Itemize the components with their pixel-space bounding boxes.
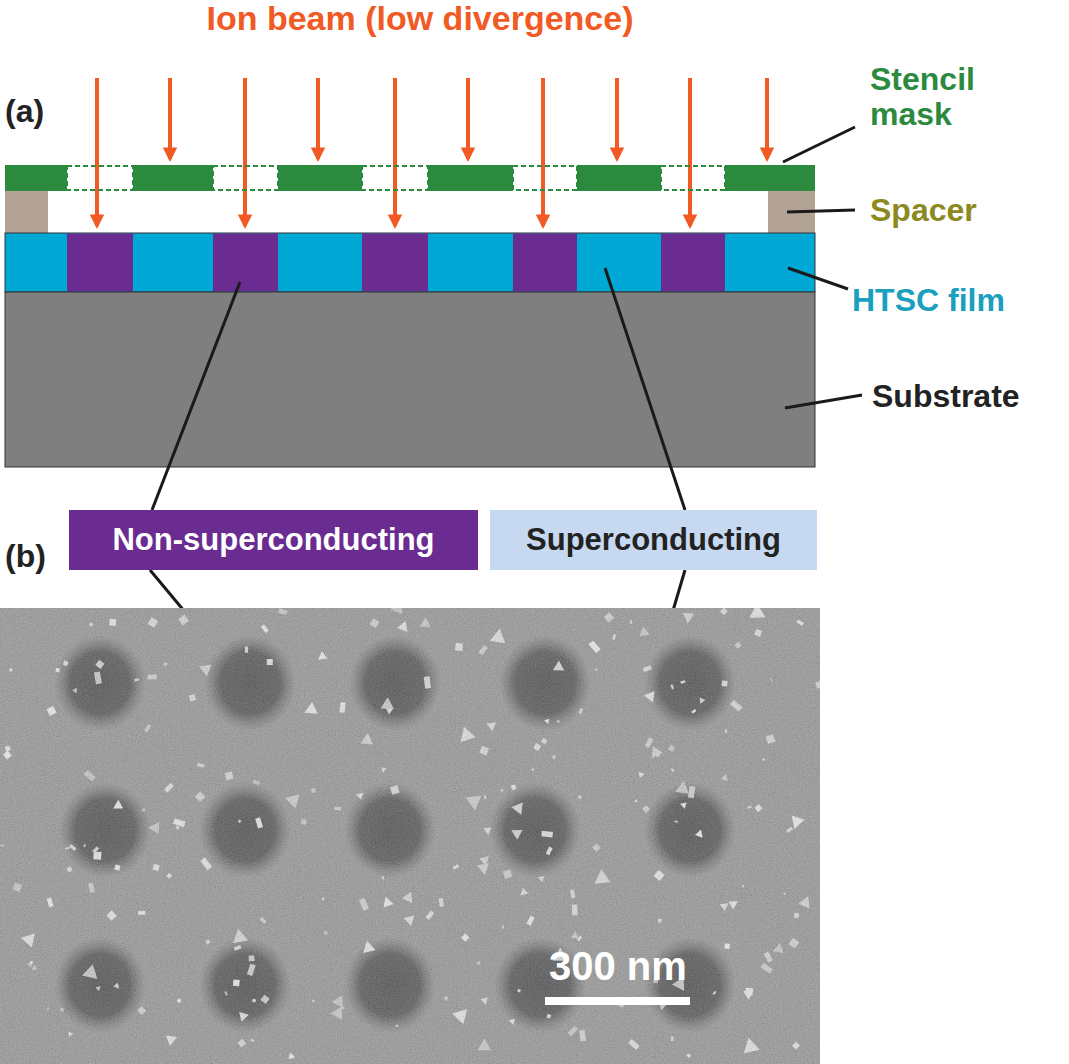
leader-line <box>152 282 240 510</box>
ion-beam-arrow <box>316 78 320 159</box>
mask-segment <box>5 165 67 191</box>
mask-segment <box>725 165 815 191</box>
panel-label: (b) <box>5 539 75 574</box>
ion-beam-arrow <box>615 78 619 159</box>
irradiated-region <box>362 234 428 292</box>
ion-beam-arrow <box>466 78 470 159</box>
irradiated-region <box>67 234 133 292</box>
mask-segment <box>428 165 513 191</box>
ion-beam-arrow <box>688 78 692 226</box>
scale-label: 300 nm <box>549 944 749 988</box>
sem-grain <box>0 608 820 1064</box>
spacer-block <box>5 191 48 233</box>
leader-line <box>783 127 855 162</box>
mask-opening <box>513 166 577 190</box>
mask-opening <box>362 166 428 190</box>
part-name: Spacer <box>870 193 1060 228</box>
ion-beam-arrow <box>765 78 769 159</box>
sem-background <box>0 608 820 1064</box>
irradiated-region <box>513 234 577 292</box>
mask-opening <box>213 166 278 190</box>
substrate-block <box>5 292 815 467</box>
part-name: Substrate <box>872 379 1062 414</box>
mask-opening <box>661 166 725 190</box>
irradiated-region <box>213 234 278 292</box>
mask-segment <box>278 165 362 191</box>
part-name: Stencil mask <box>870 62 1010 132</box>
beam-title: Ion beam (low divergence) <box>130 0 710 37</box>
ion-beam-arrow <box>393 78 397 226</box>
htsc-film <box>5 233 815 292</box>
mask-opening <box>67 166 133 190</box>
leader-line <box>787 210 855 212</box>
scale-bar <box>545 997 690 1005</box>
ion-beam-arrow <box>95 78 99 226</box>
leader-line <box>605 268 685 510</box>
state-box: Non-superconducting <box>69 510 478 570</box>
mask-segment <box>133 165 213 191</box>
state-box: Superconducting <box>490 510 817 570</box>
ion-beam-arrow <box>168 78 172 159</box>
ion-beam-arrow <box>243 78 247 226</box>
irradiated-region <box>661 234 725 292</box>
box-text: Non-superconducting <box>112 522 434 558</box>
box-text: Superconducting <box>526 522 781 558</box>
leader-line <box>788 268 848 289</box>
leader-line <box>785 395 862 408</box>
mask-segment <box>577 165 661 191</box>
ion-beam-arrow <box>541 78 545 226</box>
part-name: HTSC film <box>852 283 1062 318</box>
panel-label: (a) <box>5 94 75 129</box>
